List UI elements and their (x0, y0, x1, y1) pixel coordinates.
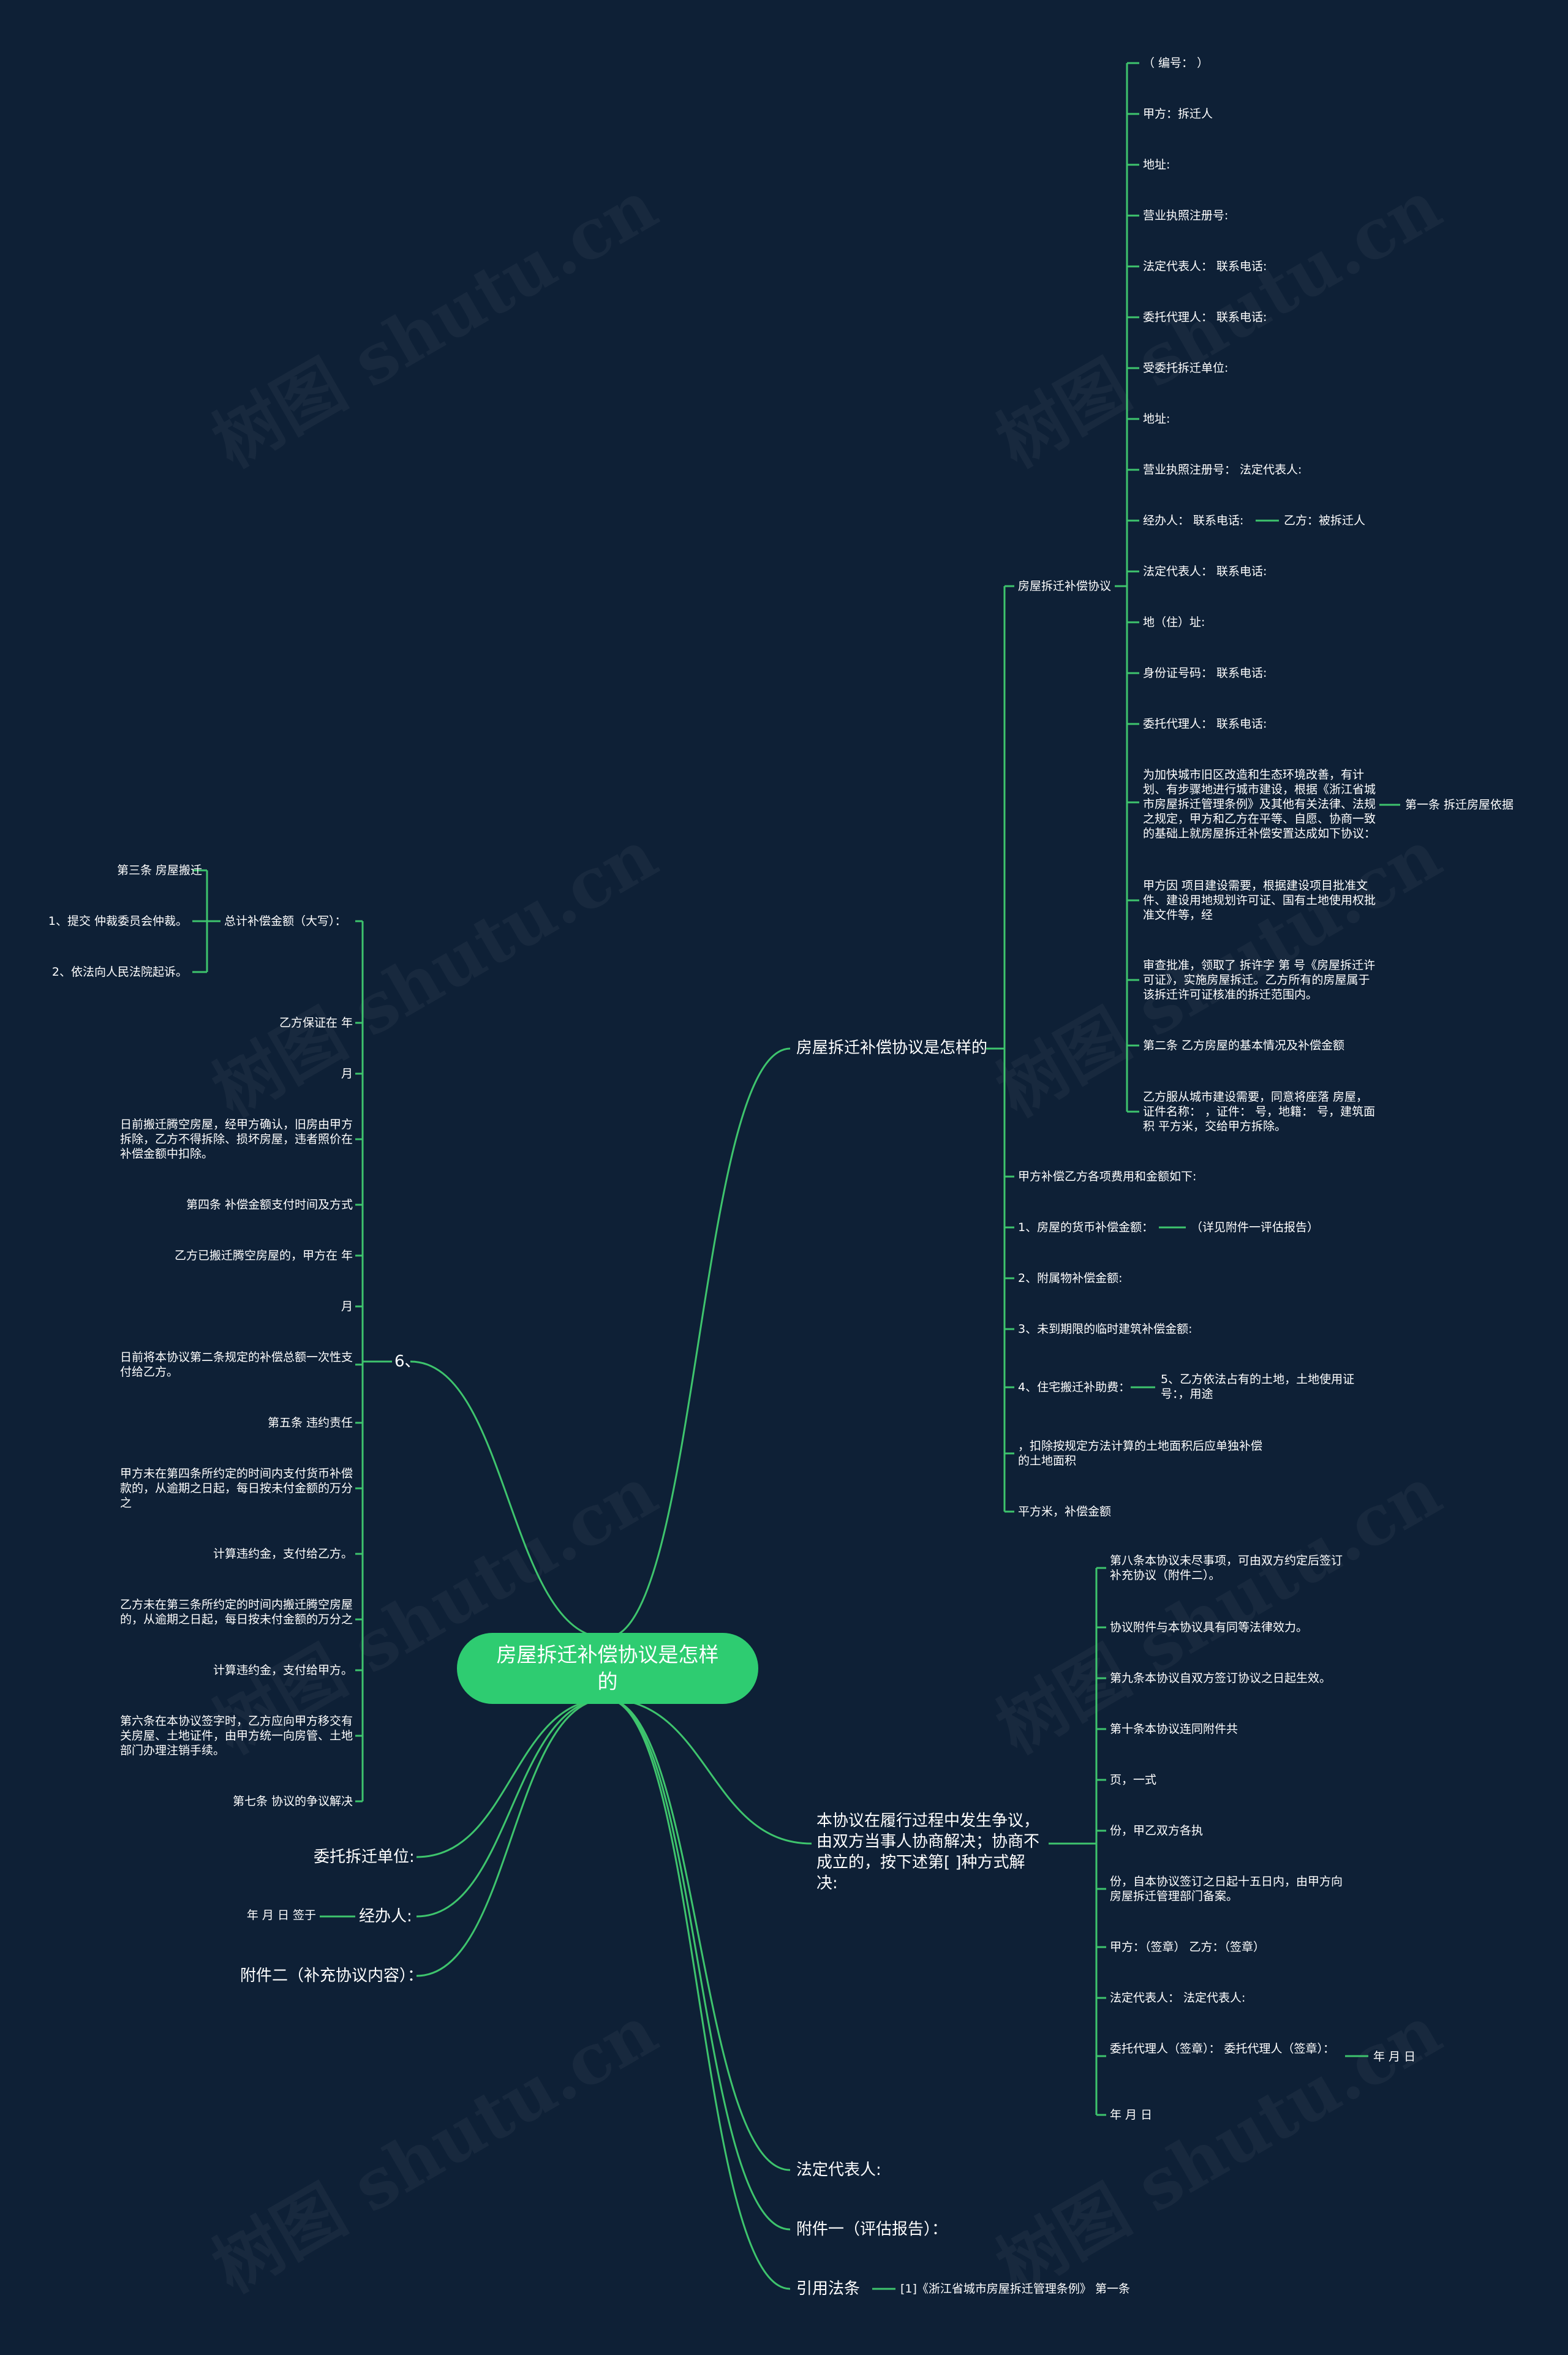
root-connector (606, 1698, 791, 2231)
left-item[interactable]: 月 (341, 1067, 353, 1080)
appendix-note[interactable]: （详见附件一评估报告） (1191, 1221, 1319, 1234)
agreement-item[interactable]: 营业执照注册号: (1143, 209, 1229, 222)
left-item[interactable]: 乙方保证在 年 (279, 1016, 353, 1030)
dispute-item[interactable]: 页，一式 (1110, 1773, 1157, 1787)
left-item[interactable]: 计算违约金，支付给甲方。 (213, 1664, 353, 1677)
citation[interactable]: 引用法条 (796, 2280, 861, 2298)
agreement-item[interactable]: 乙方服从城市建设需要，同意将座落 房屋，证件名称： ，证件： 号，地籍： 号，建… (1143, 1090, 1376, 1133)
left-item[interactable]: 第六条在本协议签字时，乙方应向甲方移交有关房屋、土地证件，由甲方统一向房管、土地… (120, 1714, 353, 1757)
compensation-item[interactable]: 平方米，补偿金额 (1018, 1505, 1112, 1518)
article-1[interactable]: 第一条 拆迁房屋依据 (1405, 798, 1514, 812)
agreement-item[interactable]: 经办人： 联系电话: (1143, 514, 1244, 527)
dispute-item[interactable]: 协议附件与本协议具有同等法律效力。 (1110, 1621, 1308, 1634)
land-note[interactable]: 5、乙方依法占有的土地，土地使用证号：，用途 (1161, 1373, 1355, 1401)
agreement-item[interactable]: 审查批准，领取了 拆许字 第 号《房屋拆迁许可证》，实施房屋拆迁。乙方所有的房屋… (1143, 959, 1376, 1001)
agreement-title[interactable]: 房屋拆迁补偿协议 (1018, 579, 1112, 593)
left-item[interactable]: 月 (341, 1300, 353, 1313)
total-child[interactable]: 1、提交 仲裁委员会仲裁。 (48, 914, 187, 928)
legal-representative[interactable]: 法定代表人: (796, 2161, 881, 2179)
root-connector (416, 1698, 607, 1918)
agreement-item[interactable]: 身份证号码： 联系电话: (1143, 666, 1267, 680)
dispute-item[interactable]: 第十条本协议连同附件共 (1110, 1722, 1238, 1736)
appendix-one[interactable]: 附件一（评估报告）： (796, 2220, 948, 2239)
left-item[interactable]: 乙方未在第三条所约定的时间内搬迁腾空房屋的，从逾期之日起，每日按未付金额的万分之 (120, 1598, 353, 1626)
root-connector (606, 1698, 812, 1845)
left-item[interactable]: 日前将本协议第二条规定的补偿总额一次性支付给乙方。 (120, 1351, 353, 1379)
agreement-item[interactable]: 甲方：拆迁人 (1143, 107, 1213, 121)
signed-date[interactable]: 年 月 日 签于 (246, 1908, 316, 1922)
total-child[interactable]: 第三条 房屋搬迁 (116, 864, 202, 877)
agreement-item[interactable]: （ 编号： ） (1143, 56, 1209, 70)
dispute-item[interactable]: 份，甲乙双方各执 (1110, 1824, 1204, 1837)
branch-six[interactable]: 6、 (394, 1352, 421, 1371)
left-item[interactable]: 第七条 协议的争议解决 (232, 1795, 353, 1808)
dispute-item[interactable]: 法定代表人： 法定代表人: (1110, 1991, 1246, 2005)
dispute-branch[interactable]: 本协议在履行过程中发生争议，由双方当事人协商解决；协商不成立的，按下述第[ ]种… (816, 1812, 1040, 1893)
agreement-item[interactable]: 地址: (1143, 158, 1170, 171)
dispute-item[interactable]: 年 月 日 (1110, 2108, 1153, 2122)
left-item[interactable]: 乙方已搬迁腾空房屋的，甲方在 年 (174, 1249, 353, 1262)
handler[interactable]: 经办人: (359, 1907, 412, 1926)
compensation-item[interactable]: 甲方补偿乙方各项费用和金额如下: (1018, 1170, 1197, 1183)
dispute-item[interactable]: 委托代理人（签章）： 委托代理人（签章）： (1110, 2042, 1335, 2055)
agreement-item[interactable]: 地（住）址: (1143, 616, 1205, 629)
agreement-item[interactable]: 法定代表人： 联系电话: (1143, 260, 1267, 273)
dispute-item[interactable]: 第九条本协议自双方签订协议之日起生效。 (1110, 1671, 1332, 1685)
left-item[interactable]: 甲方未在第四条所约定的时间内支付货币补偿款的，从逾期之日起，每日按未付金额的万分… (120, 1467, 353, 1510)
agreement-item[interactable]: 营业执照注册号： 法定代表人: (1143, 463, 1302, 477)
branch-what-is-agreement[interactable]: 房屋拆迁补偿协议是怎样的 (796, 1039, 988, 1057)
left-item[interactable]: 第五条 违约责任 (267, 1416, 353, 1430)
agreement-item[interactable]: 甲方因 项目建设需要，根据建设项目批准文件、建设用地规划许可证、国有土地使用权批… (1143, 879, 1376, 922)
left-item[interactable]: 第四条 补偿金额支付时间及方式 (186, 1198, 353, 1211)
dispute-item[interactable]: 份，自本协议签订之日起十五日内，由甲方向房屋拆迁管理部门备案。 (1110, 1875, 1343, 1903)
entrusted-unit[interactable]: 委托拆迁单位: (314, 1848, 415, 1866)
agreement-item[interactable]: 委托代理人： 联系电话: (1143, 717, 1267, 731)
total-child[interactable]: 2、依法向人民法院起诉。 (51, 965, 187, 979)
compensation-item[interactable]: 2、附属物补偿金额: (1018, 1272, 1123, 1285)
agreement-item-party-b[interactable]: 乙方：被拆迁人 (1284, 514, 1366, 527)
agreement-item[interactable]: 法定代表人： 联系电话: (1143, 565, 1267, 578)
root-connector (606, 1698, 791, 2171)
left-item[interactable]: 日前搬迁腾空房屋，经甲方确认，旧房由甲方拆除，乙方不得拆除、损坏房屋，违者照价在… (120, 1118, 353, 1161)
compensation-item[interactable]: 4、住宅搬迁补助费： (1018, 1381, 1131, 1394)
agreement-item-preamble[interactable]: 为加快城市旧区改造和生态环境改善，有计划、有步骤地进行城市建设，根据《浙江省城市… (1143, 768, 1376, 840)
agreement-item[interactable]: 委托代理人： 联系电话: (1143, 311, 1267, 324)
root-connector (416, 1698, 607, 1858)
compensation-item[interactable]: 1、房屋的货币补偿金额： (1018, 1221, 1154, 1234)
compensation-item[interactable]: 3、未到期限的临时建筑补偿金额: (1018, 1322, 1193, 1336)
compensation-item[interactable]: ，扣除按规定方法计算的土地面积后应单独补偿的土地面积 (1018, 1439, 1263, 1468)
agreement-item[interactable]: 第二条 乙方房屋的基本情况及补偿金额 (1143, 1039, 1345, 1052)
root-connector (606, 1698, 791, 2290)
dispute-date-child[interactable]: 年 月 日 (1373, 2050, 1416, 2063)
root-connector (410, 1360, 607, 1639)
dispute-item[interactable]: 甲方：（签章） 乙方：（签章） (1110, 1940, 1265, 1954)
root-topic[interactable]: 房屋拆迁补偿协议是怎样的 (457, 1633, 758, 1704)
agreement-item[interactable]: 地址: (1143, 412, 1170, 426)
dispute-item[interactable]: 第八条本协议未尽事项，可由双方约定后签订补充协议（附件二）。 (1110, 1554, 1343, 1582)
root-connector (606, 1047, 791, 1639)
root-connector (416, 1698, 607, 1977)
left-item[interactable]: 计算违约金，支付给乙方。 (213, 1547, 353, 1561)
appendix-two[interactable]: 附件二（补充协议内容）： (240, 1967, 424, 1985)
agreement-item[interactable]: 受委托拆迁单位: (1143, 361, 1229, 375)
total-compensation[interactable]: 总计补偿金额（大写）： (224, 914, 347, 928)
citation-child[interactable]: [1]《浙江省城市房屋拆迁管理条例》 第一条 (900, 2282, 1130, 2296)
